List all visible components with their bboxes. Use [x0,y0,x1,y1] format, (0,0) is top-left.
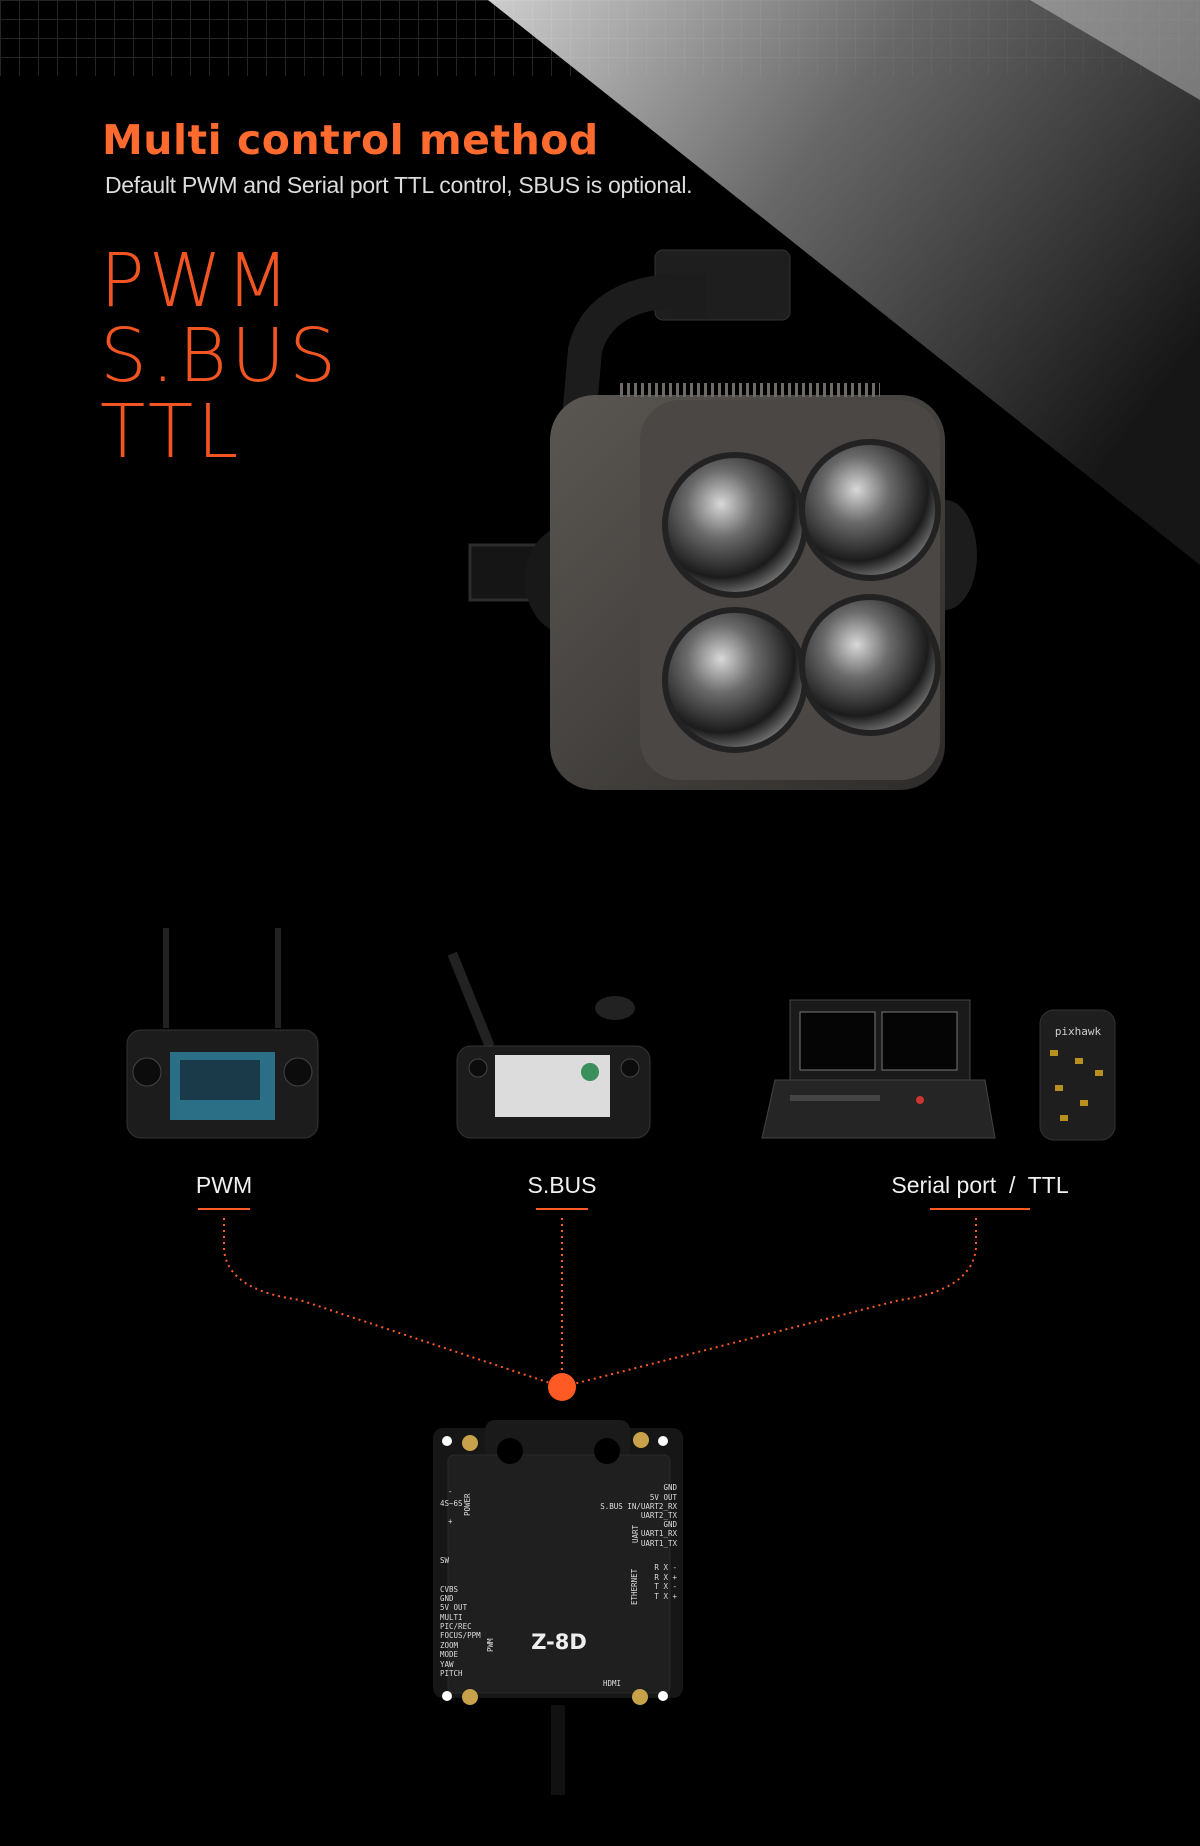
protocol-ttl: TTL [100,389,243,475]
power-label: POWER [463,1493,472,1516]
pin-label: FOCUS/PPM [440,1631,481,1640]
underline-sbus [536,1208,588,1210]
pin-label: R X + [654,1573,677,1582]
pin-label: MULTI [440,1613,463,1622]
power-plus-label: + [448,1517,453,1526]
protocol-sbus: S.BUS [100,313,341,399]
pin-label: YAW [440,1660,454,1669]
pin-label: ZOOM [440,1641,459,1650]
hdmi-label: HDMI [603,1679,621,1688]
connection-hub-dot [548,1373,576,1401]
device-label-pwm: PWM [195,1172,253,1198]
connection-lines [223,1218,977,1388]
diagonal-light-band [488,0,1200,565]
pin-label: PIC/REC [440,1622,472,1631]
power-range-label: 4S~6S [440,1499,463,1508]
handheld-controller-image [447,951,651,1139]
page-title: Multi control method [102,116,599,164]
ground-station-case-image [761,999,996,1139]
power-minus-label: - [448,1487,453,1496]
pin-label: PITCH [440,1669,463,1678]
pixhawk-logo: pixhawk [1055,1025,1102,1038]
gimbal-camera-image [468,249,977,790]
protocol-pwm: PWM [100,238,294,324]
board-model-label: Z-8D [531,1630,587,1654]
ethernet-group-label: ETHERNET [630,1568,639,1605]
pin-label: S.BUS IN/UART2_RX [600,1502,677,1511]
sw-label: SW [440,1556,450,1565]
remote-controller-image [126,928,319,1139]
uart-group-label: UART [631,1524,640,1543]
pin-label: R X - [654,1563,677,1572]
pin-label: CVBS [440,1585,459,1594]
pin-label: GND [663,1520,677,1529]
pixhawk-image: pixhawk [1039,1009,1116,1141]
page-subtitle: Default PWM and Serial port TTL control,… [105,172,693,198]
pin-label: 5V OUT [650,1493,678,1502]
pin-label: MODE [440,1650,459,1659]
pin-label: UART2_TX [641,1511,678,1520]
device-label-sbus: S.BUS [527,1172,597,1198]
underline-serial-ttl [930,1208,1030,1210]
pin-label: UART1_TX [641,1539,678,1548]
device-label-serial-ttl: Serial port / TTL [891,1172,1069,1198]
z8d-control-board: - 4S~6S + POWER SW CVBS GND 5V OUT MULTI… [433,1420,683,1795]
underline-pwm [198,1208,250,1210]
pin-label: T X + [654,1592,677,1601]
pwm-group-label: PWM [486,1638,495,1652]
pin-label: 5V OUT [440,1603,468,1612]
pin-label: GND [663,1483,677,1492]
pin-label: GND [440,1594,454,1603]
pin-label: UART1_RX [641,1529,678,1538]
pin-label: T X - [654,1582,677,1591]
